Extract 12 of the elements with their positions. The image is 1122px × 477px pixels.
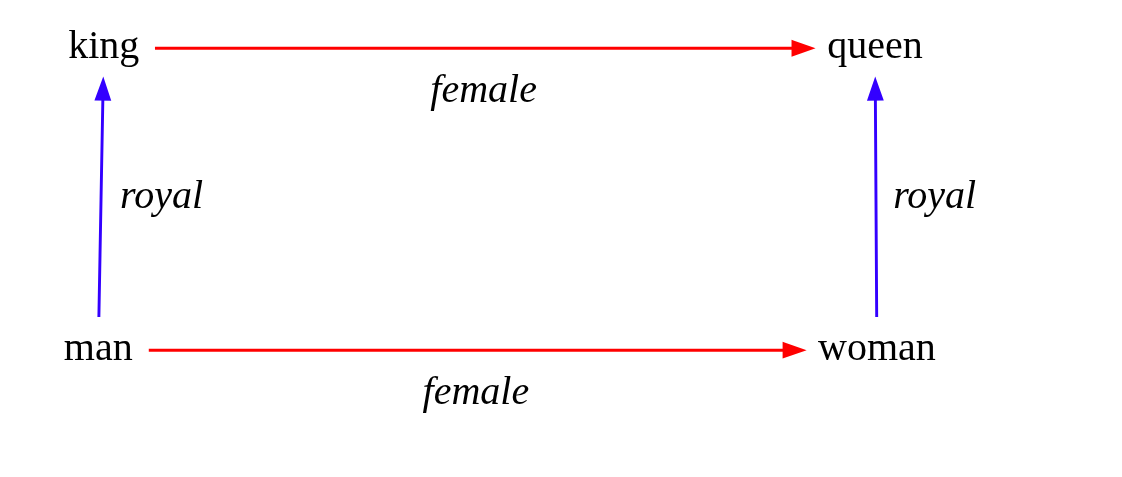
- edge-label: female: [422, 368, 530, 414]
- node-text: king: [68, 22, 140, 68]
- node-text: man: [63, 324, 133, 370]
- node-text: queen: [827, 22, 923, 68]
- arrow: [94, 76, 112, 318]
- node-text: woman: [817, 324, 936, 370]
- arrow: [154, 39, 816, 57]
- edge-label: royal: [893, 171, 977, 217]
- edge-label: female: [430, 66, 537, 112]
- arrow: [148, 341, 807, 359]
- arrow: [866, 76, 884, 317]
- edge-label: royal: [120, 171, 204, 217]
